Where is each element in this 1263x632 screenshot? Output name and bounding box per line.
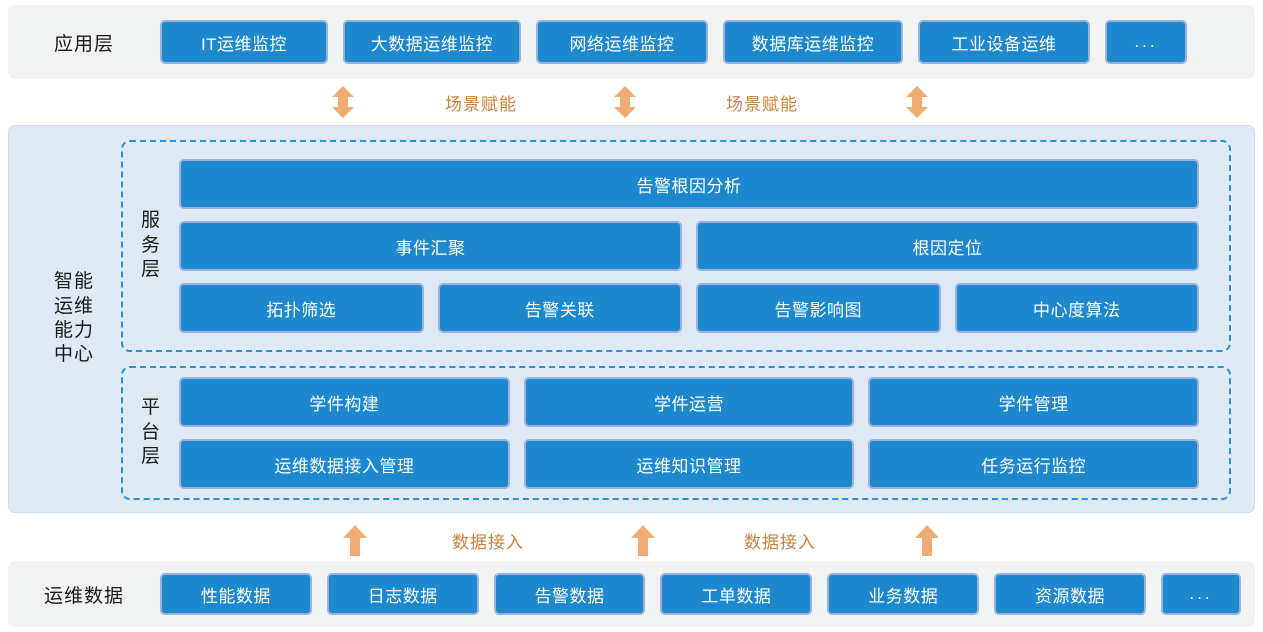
service-layer-group: 服 务 层 告警根因分析 事件汇聚 根因定位 拓扑筛选 告警关联 告警影响图 中… <box>121 140 1231 352</box>
scene-enable-label-1: 场景赋能 <box>445 94 517 114</box>
platform-layer-rows: 学件构建 学件运营 学件管理 运维数据接入管理 运维知识管理 任务运行监控 <box>179 368 1229 498</box>
platform-box-learnware-operation[interactable]: 学件运营 <box>523 377 855 427</box>
data-ingest-arrow-3 <box>914 517 940 563</box>
platform-box-ops-knowledge-management[interactable]: 运维知识管理 <box>523 439 855 489</box>
app-box-network-ops[interactable]: 网络运维监控 <box>536 20 708 64</box>
up-arrow-icon <box>631 525 655 556</box>
data-box-business[interactable]: 业务数据 <box>827 573 980 615</box>
platform-box-ops-data-ingest-management[interactable]: 运维数据接入管理 <box>179 439 510 489</box>
platform-layer-label-line-3: 层 <box>140 446 161 468</box>
service-layer-label: 服 务 层 <box>123 209 179 283</box>
service-layer-label-line-1: 服 <box>140 209 161 231</box>
service-box-root-cause-location[interactable]: 根因定位 <box>696 221 1199 271</box>
platform-layer-group: 平 台 层 学件构建 学件运营 学件管理 运维数据接入管理 运维知识管理 任务运… <box>121 366 1231 500</box>
platform-layer-label: 平 台 层 <box>123 396 179 470</box>
service-box-alarm-correlation[interactable]: 告警关联 <box>437 283 682 333</box>
service-layer-label-line-3: 层 <box>140 259 161 281</box>
service-row-1: 告警根因分析 <box>179 159 1199 209</box>
service-box-root-cause-analysis[interactable]: 告警根因分析 <box>179 159 1199 209</box>
data-box-more[interactable]: ... <box>1160 573 1241 615</box>
scene-enable-label-2: 场景赋能 <box>726 94 798 114</box>
capability-center-label-line-1: 智能 <box>53 271 94 293</box>
data-box-ticket[interactable]: 工单数据 <box>660 573 813 615</box>
data-box-alarm[interactable]: 告警数据 <box>493 573 646 615</box>
data-layer-items: 性能数据 日志数据 告警数据 工单数据 业务数据 资源数据 ... <box>160 573 1255 615</box>
service-row-3: 拓扑筛选 告警关联 告警影响图 中心度算法 <box>179 283 1199 333</box>
double-headed-vertical-arrow-icon <box>614 86 636 118</box>
service-box-centrality-algorithm[interactable]: 中心度算法 <box>954 283 1199 333</box>
app-box-more[interactable]: ... <box>1105 20 1187 64</box>
platform-box-learnware-management[interactable]: 学件管理 <box>868 377 1200 427</box>
capability-center-label-line-3: 能力 <box>53 320 94 341</box>
capability-center-label: 智能 运维 能力 中心 <box>19 126 129 512</box>
platform-layer-label-line-1: 平 <box>140 396 161 418</box>
capability-center-band: 智能 运维 能力 中心 服 务 层 告警根因分析 事件汇聚 根因定位 拓扑筛选 … <box>8 125 1255 513</box>
double-headed-vertical-arrow-icon <box>906 86 928 118</box>
platform-box-learnware-build[interactable]: 学件构建 <box>179 377 510 427</box>
scene-arrow-1 <box>330 79 356 125</box>
platform-row-1: 学件构建 学件运营 学件管理 <box>179 377 1200 427</box>
capability-center-label-line-2: 运维 <box>53 295 94 317</box>
service-row-2: 事件汇聚 根因定位 <box>179 221 1199 271</box>
data-box-resource[interactable]: 资源数据 <box>994 573 1146 615</box>
service-box-alarm-impact-graph[interactable]: 告警影响图 <box>696 283 941 333</box>
data-layer-band: 运维数据 性能数据 日志数据 告警数据 工单数据 业务数据 资源数据 ... <box>8 561 1255 627</box>
app-box-it-ops[interactable]: IT运维监控 <box>160 20 328 64</box>
data-ingest-arrow-1 <box>342 517 368 563</box>
service-layer-rows: 告警根因分析 事件汇聚 根因定位 拓扑筛选 告警关联 告警影响图 中心度算法 <box>179 142 1229 350</box>
service-layer-label-line-2: 务 <box>140 234 161 256</box>
platform-row-2: 运维数据接入管理 运维知识管理 任务运行监控 <box>179 439 1200 489</box>
bottom-connector-strip: 数据接入 数据接入 <box>8 517 1255 563</box>
data-ingest-arrow-2 <box>630 517 656 563</box>
data-ingest-label-1: 数据接入 <box>452 532 524 552</box>
double-headed-vertical-arrow-icon <box>332 86 354 118</box>
application-layer-items: IT运维监控 大数据运维监控 网络运维监控 数据库运维监控 工业设备运维 ... <box>160 20 1255 64</box>
application-layer-band: 应用层 IT运维监控 大数据运维监控 网络运维监控 数据库运维监控 工业设备运维… <box>8 5 1255 79</box>
scene-arrow-3 <box>904 79 930 125</box>
app-box-bigdata-ops[interactable]: 大数据运维监控 <box>343 20 521 64</box>
up-arrow-icon <box>915 525 939 556</box>
up-arrow-icon <box>343 525 367 556</box>
app-box-industrial-ops[interactable]: 工业设备运维 <box>918 20 1090 64</box>
service-box-event-aggregation[interactable]: 事件汇聚 <box>179 221 682 271</box>
data-box-log[interactable]: 日志数据 <box>326 573 479 615</box>
data-box-performance[interactable]: 性能数据 <box>160 573 312 615</box>
platform-box-task-run-monitoring[interactable]: 任务运行监控 <box>868 439 1200 489</box>
platform-layer-label-line-2: 台 <box>140 421 161 443</box>
capability-center-label-line-4: 中心 <box>53 344 94 366</box>
top-connector-strip: 场景赋能 场景赋能 <box>8 79 1255 125</box>
application-layer-label: 应用层 <box>53 33 114 55</box>
scene-arrow-2 <box>612 79 638 125</box>
app-box-database-ops[interactable]: 数据库运维监控 <box>723 20 903 64</box>
data-layer-label: 运维数据 <box>43 585 124 607</box>
service-box-topology-filter[interactable]: 拓扑筛选 <box>179 283 424 333</box>
data-ingest-label-2: 数据接入 <box>744 532 816 552</box>
